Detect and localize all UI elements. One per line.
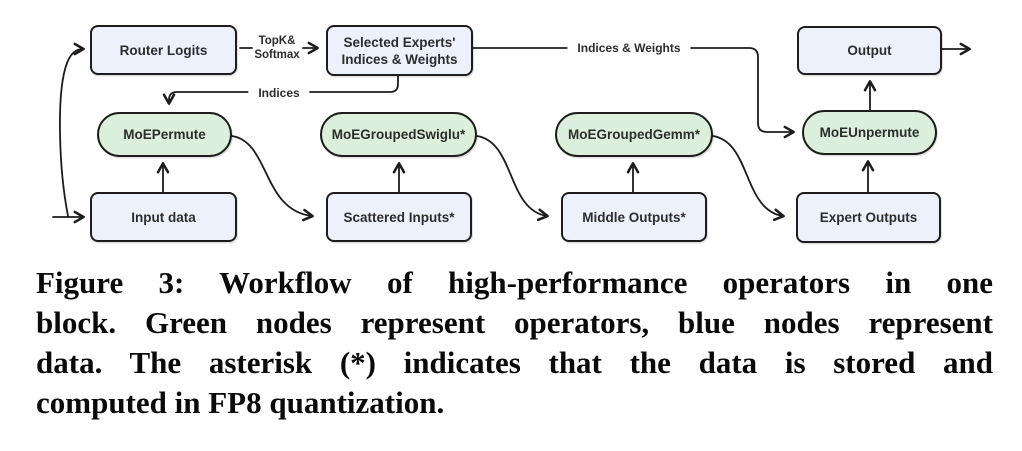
node-moe-grouped-swiglu: MoEGroupedSwiglu* — [320, 112, 477, 157]
node-moe-permute: MoEPermute — [97, 112, 232, 157]
node-moe-unpermute: MoEUnpermute — [802, 110, 937, 155]
caption-line: block. Green nodes represent operators, … — [36, 305, 993, 340]
caption-line: Figure 3: Workflow of high-performance o… — [36, 265, 993, 300]
edge-permute-to-scattered — [231, 135, 314, 222]
edge-weights-to-unpermute — [472, 47, 795, 139]
caption-line: data. The asterisk (*) indicates that th… — [36, 345, 993, 380]
figure-caption: Figure 3: Workflow of high-performance o… — [36, 263, 993, 423]
node-scattered-inputs: Scattered Inputs* — [326, 192, 472, 242]
edge-label-indices: Indices — [248, 85, 310, 101]
node-middle-outputs: Middle Outputs* — [561, 192, 707, 242]
edge-swiglu-to-middle — [476, 135, 549, 222]
node-expert-outputs: Expert Outputs — [796, 192, 941, 243]
node-moe-grouped-gemm: MoEGroupedGemm* — [555, 112, 713, 157]
edge-label-topk-softmax: TopK& Softmax — [254, 34, 299, 62]
edge-label-topk-line2: Softmax — [254, 49, 300, 61]
edge-label-topk-line1: TopK& — [258, 35, 296, 47]
edge-gemm-to-expert — [712, 135, 785, 222]
node-selected-experts: Selected Experts' Indices & Weights — [326, 25, 473, 76]
edge-entry-to-router — [59, 42, 85, 217]
node-router-logits: Router Logits — [90, 25, 237, 75]
caption-line: computed in FP8 quantization. — [36, 385, 445, 420]
node-output: Output — [797, 26, 942, 75]
edge-label-indices-weights: Indices & Weights — [567, 40, 691, 56]
node-input-data: Input data — [90, 192, 237, 242]
